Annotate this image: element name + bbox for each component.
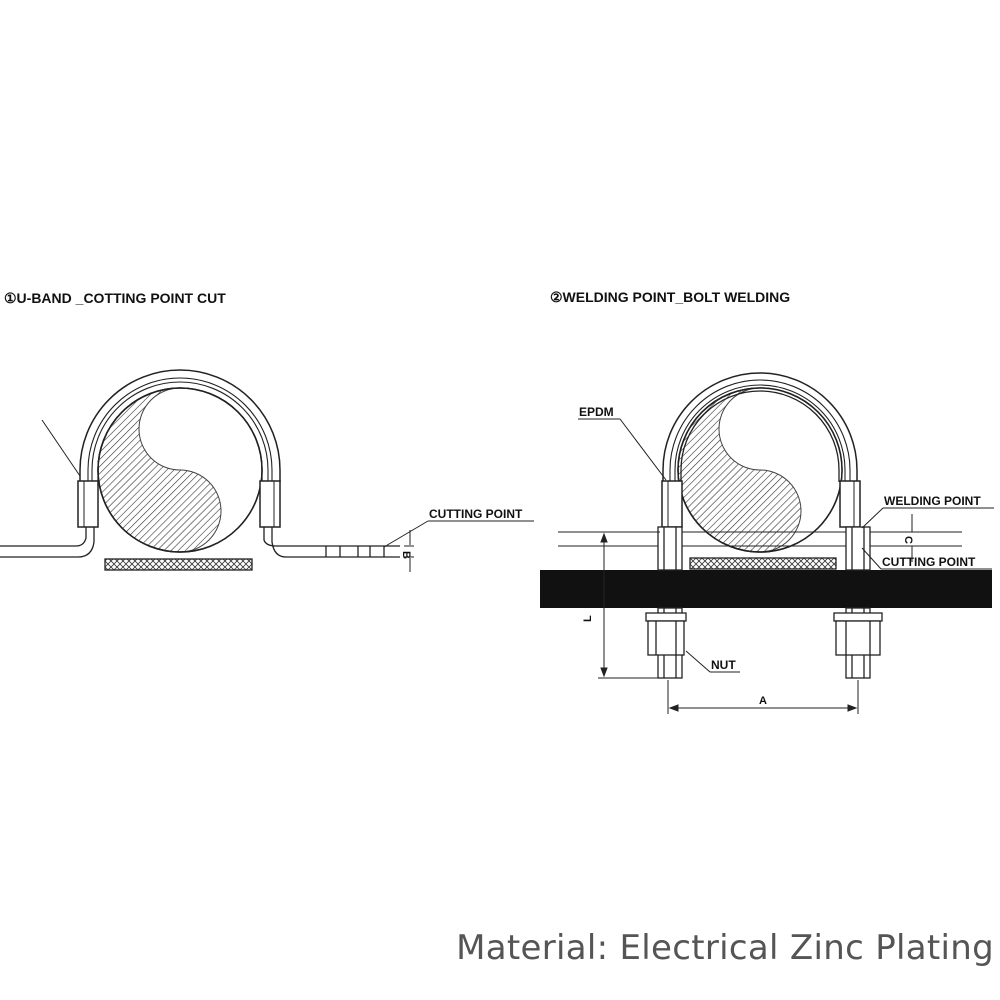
panel-2-title: ②WELDING POINT_BOLT WELDING [550, 289, 790, 305]
dim-l-label: L [582, 615, 594, 622]
cutting-point-label-2: CUTTING POINT [882, 555, 976, 569]
u-band-2 [662, 372, 858, 482]
pipe-section [97, 387, 263, 553]
band-end-left-2 [661, 480, 683, 528]
material-caption: Material: Electrical Zinc Plating [456, 928, 994, 968]
bolt-left [645, 526, 687, 679]
base-flange [0, 527, 400, 558]
dim-a-label: A [759, 695, 767, 707]
bolt-right [833, 526, 883, 679]
u-band [79, 369, 281, 482]
pad-2 [689, 557, 837, 570]
nut-label: NUT [711, 658, 736, 672]
dimension-l [598, 531, 660, 679]
panel-1: ①U-BAND _COTTING POINT CUT [0, 290, 534, 572]
dim-b-label: B [400, 551, 412, 559]
dim-c-label: C [902, 536, 914, 544]
welding-point-label: WELDING POINT [884, 494, 981, 508]
dimension-a [667, 680, 859, 714]
mounting-plate [540, 570, 992, 608]
epdm-leader [41, 419, 81, 477]
band-end-right-2 [839, 480, 861, 528]
panel-1-title: ①U-BAND _COTTING POINT CUT [4, 290, 226, 306]
panel-2: ②WELDING POINT_BOLT WELDING [540, 289, 994, 714]
cutting-point-label: CUTTING POINT [429, 507, 523, 521]
dimension-b [404, 530, 414, 572]
pipe-section-2 [677, 387, 843, 553]
epdm-label: EPDM [579, 405, 614, 419]
band-end-right [259, 480, 281, 528]
pad [104, 558, 253, 571]
band-end-left [77, 480, 99, 528]
